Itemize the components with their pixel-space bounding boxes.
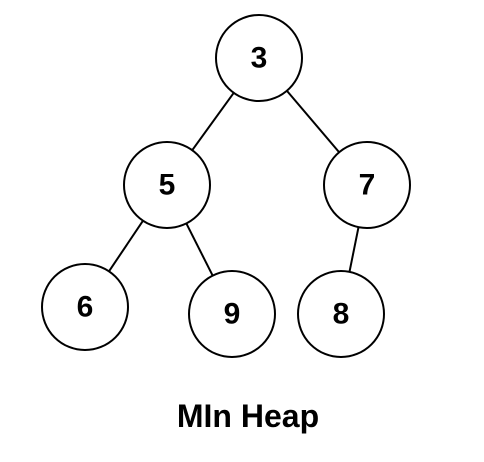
node-value: 6: [77, 291, 94, 324]
heap-node: 7: [323, 141, 411, 229]
node-circle: [323, 141, 411, 229]
tree-edge: [185, 222, 214, 277]
heap-node: 8: [297, 270, 385, 358]
node-value: 8: [333, 298, 350, 331]
tree-edges: [108, 90, 360, 277]
tree-edge: [286, 90, 340, 153]
node-value: 7: [359, 169, 376, 202]
node-value: 9: [224, 298, 241, 331]
tree-edge: [191, 92, 235, 151]
node-circle: [215, 14, 303, 102]
node-value: 5: [159, 169, 176, 202]
node-value: 3: [251, 42, 268, 75]
heap-node: 9: [188, 270, 276, 358]
tree-edge: [348, 226, 360, 273]
tree-edge: [108, 220, 144, 272]
node-circle: [41, 263, 129, 351]
diagram-caption: MIn Heap: [176, 398, 320, 434]
node-circle: [188, 270, 276, 358]
heap-node: 5: [123, 141, 211, 229]
tree-nodes: 3 5 7 6 9 8: [41, 14, 411, 358]
heap-node: 3: [215, 14, 303, 102]
node-circle: [123, 141, 211, 229]
heap-node: 6: [41, 263, 129, 351]
node-circle: [297, 270, 385, 358]
